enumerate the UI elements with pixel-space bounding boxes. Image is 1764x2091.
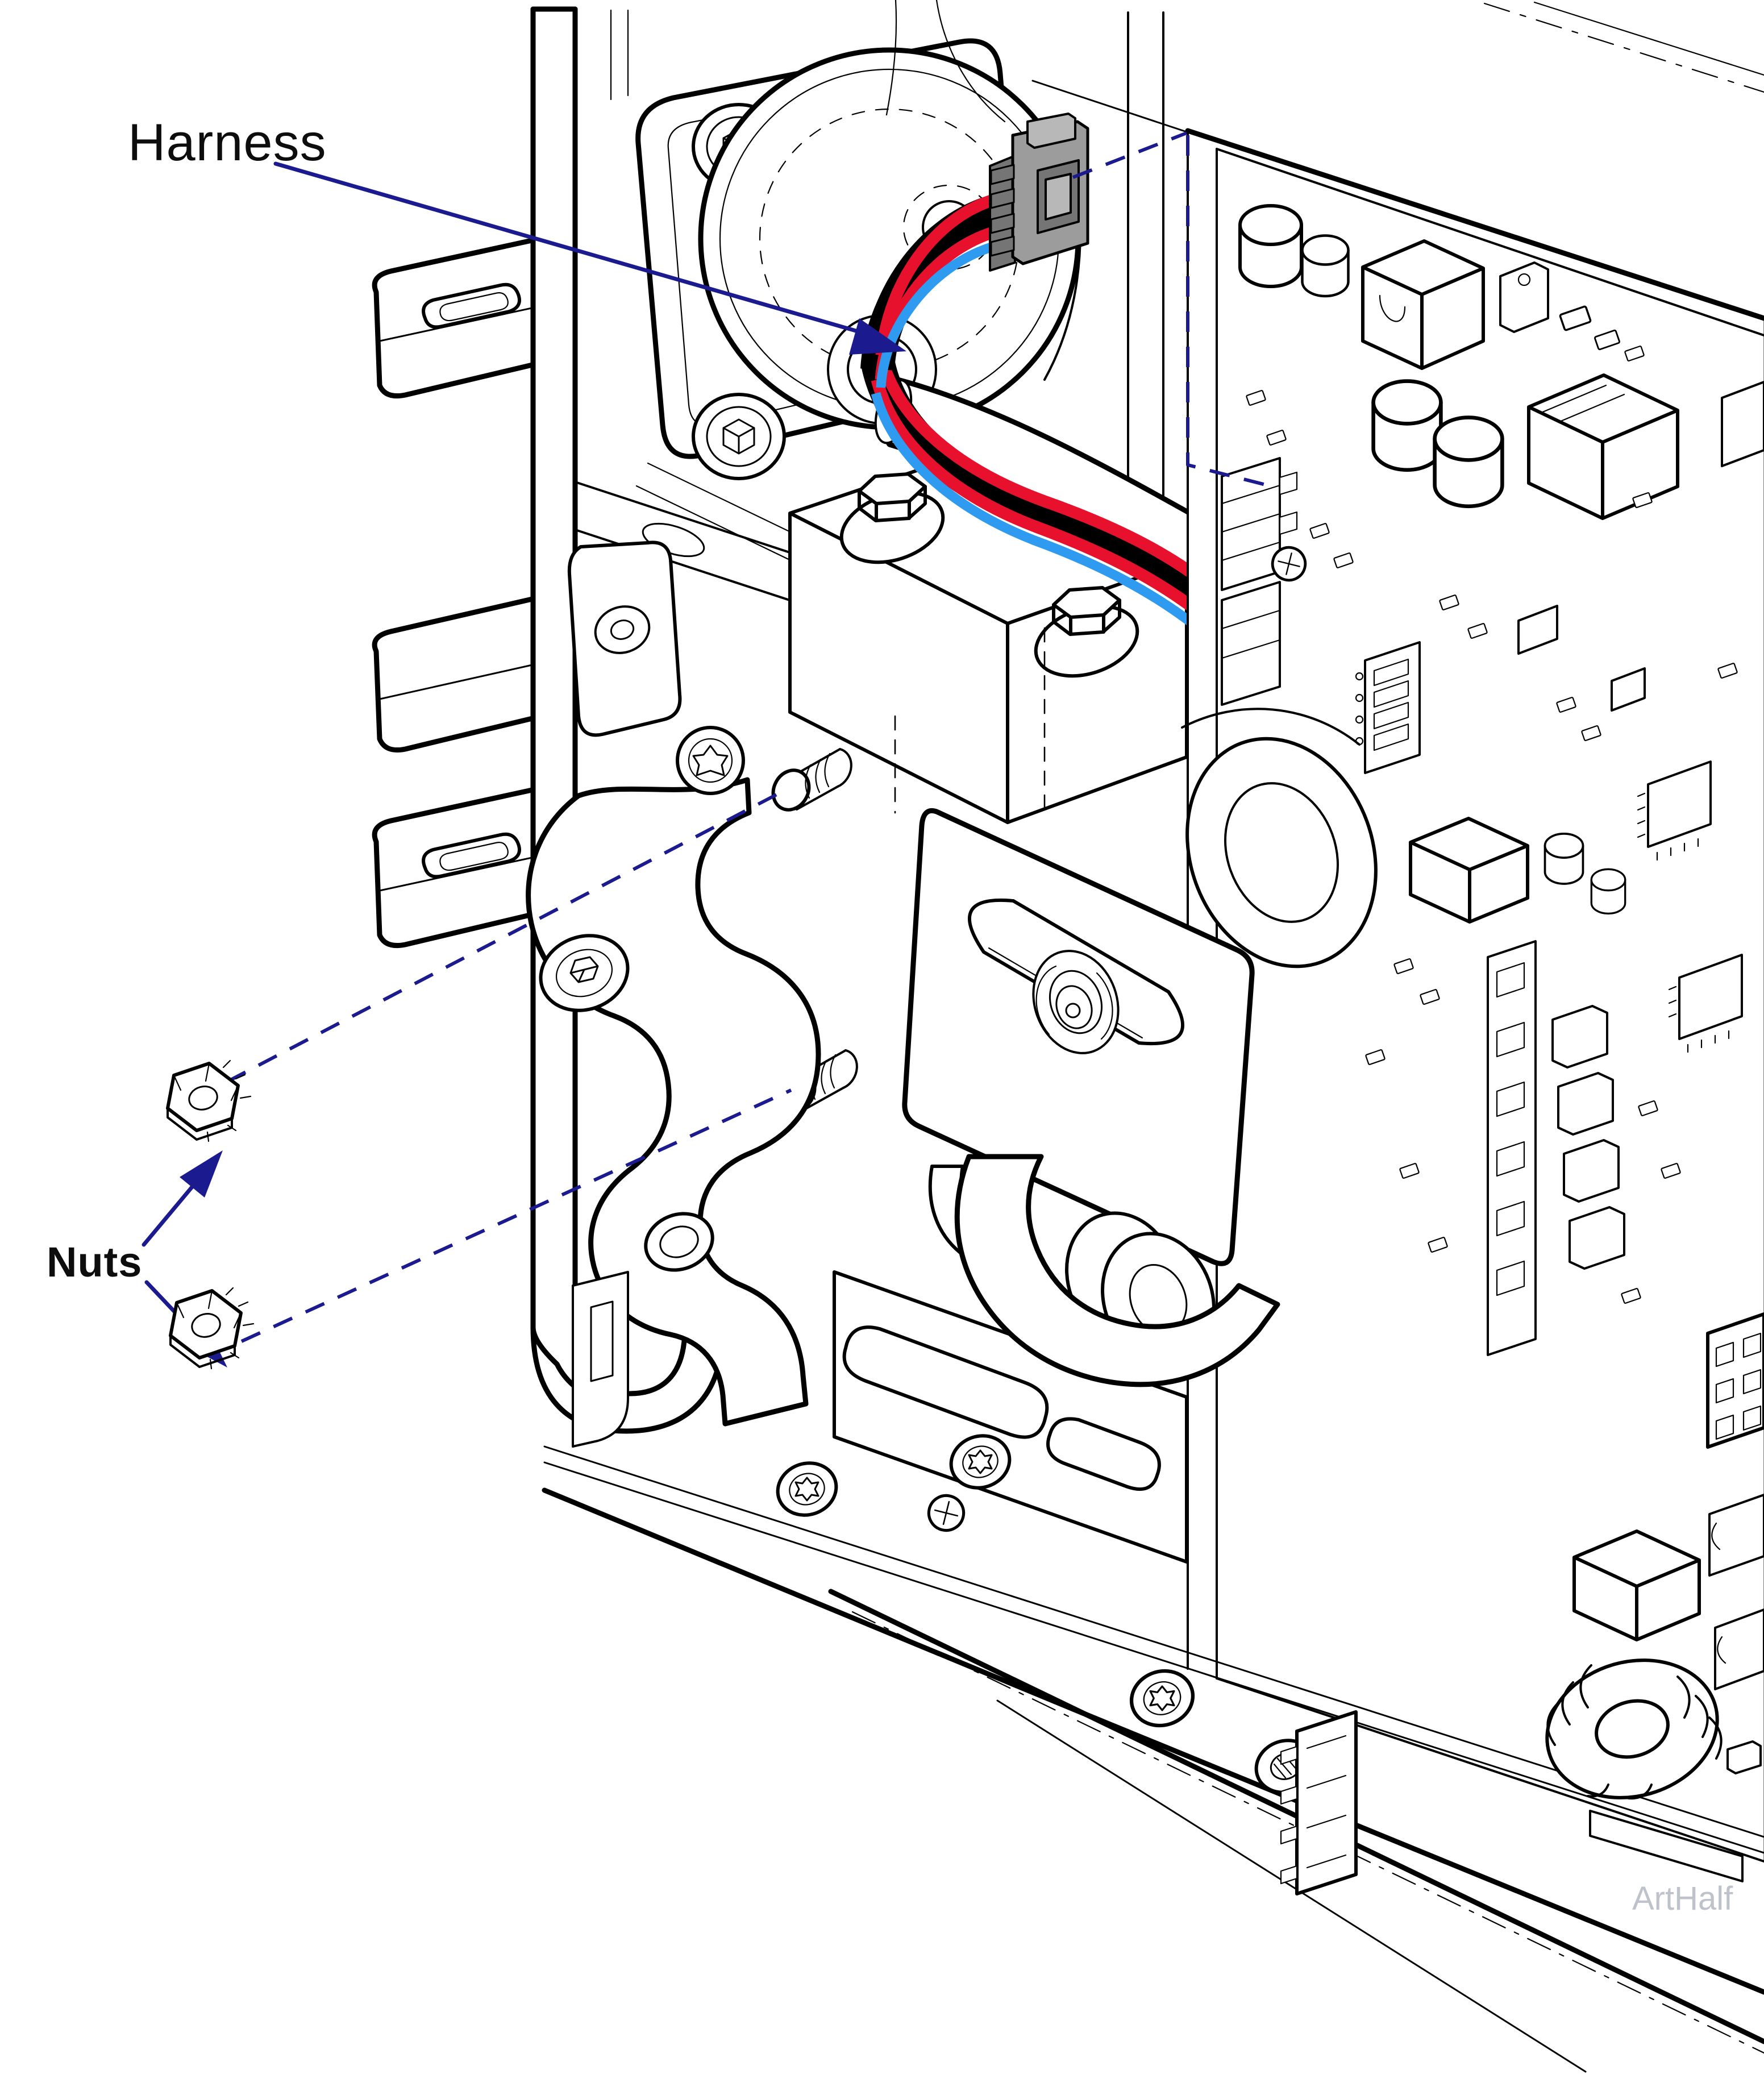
capacitor	[1374, 381, 1441, 470]
to220-transistor	[1499, 261, 1549, 333]
heatsink-clip	[1361, 239, 1485, 370]
latching-connector	[1714, 1608, 1764, 1690]
pin-header-strip	[1487, 940, 1537, 1356]
module-box	[1721, 381, 1764, 467]
capacitor	[1240, 206, 1301, 286]
dip-switch	[1355, 641, 1421, 774]
pcb-components	[1221, 206, 1764, 1690]
watermark: ArtHalf	[1632, 1880, 1733, 1917]
mounting-tab-upper	[372, 236, 540, 399]
alignment-dash-lower-nut	[240, 1088, 792, 1343]
capacitor	[1590, 868, 1626, 915]
torx-screw	[771, 1456, 843, 1523]
nut-upper	[168, 1061, 251, 1141]
pivot-washer	[1032, 950, 1120, 1054]
molex-6pin-connector	[1706, 1312, 1764, 1449]
ic-chip	[1517, 605, 1558, 655]
cam-arm	[526, 726, 821, 1427]
stud-upper	[767, 749, 851, 816]
torx-pivot-screw	[676, 726, 745, 795]
nuts-arrowhead-upper-icon	[180, 1150, 223, 1198]
board-edge-connector-upper	[1221, 457, 1298, 591]
chassis-base	[542, 1271, 1764, 2073]
cable-clip	[1726, 1740, 1762, 1774]
torx-screw	[1124, 1663, 1200, 1734]
relay	[1409, 817, 1529, 924]
toroid-inductor	[1545, 1658, 1744, 1882]
mounting-tab-lower	[372, 786, 540, 949]
nuts-label: Nuts	[47, 1238, 142, 1286]
flange-bolt-lower	[692, 393, 786, 480]
stacked-connectors	[1551, 1005, 1625, 1270]
roller-clevis	[954, 1154, 1280, 1387]
capacitor	[1544, 833, 1584, 885]
wire-bundle	[860, 0, 1229, 644]
qfp-ic	[1637, 760, 1712, 861]
socket-head-screw	[539, 934, 630, 1012]
transformer	[1527, 373, 1679, 520]
lever-assembly	[902, 708, 1378, 1266]
qfp-ic	[1668, 954, 1743, 1053]
harness-arrowhead-icon	[849, 318, 906, 355]
harness-connector	[989, 113, 1089, 272]
frame-rails	[610, 9, 1188, 551]
power-box	[1572, 1529, 1701, 1641]
ic-chip	[1611, 667, 1646, 712]
harness-leader-line	[273, 161, 888, 342]
harness-label: Harness	[128, 114, 327, 172]
mounting-tab-middle	[372, 595, 540, 753]
capacitor	[1303, 236, 1349, 297]
latching-connector	[1708, 1494, 1764, 1577]
chassis-floor-components	[1280, 1658, 1762, 1895]
clamp-bracket	[567, 541, 682, 737]
alignment-dashes-harness	[1072, 131, 1275, 489]
harness-callout: Harness	[128, 114, 906, 355]
phillips-screw	[925, 1492, 967, 1534]
capacitor	[1435, 418, 1503, 506]
pulley-wheel	[1185, 737, 1378, 968]
circuit-board	[1185, 1, 1764, 1863]
board-edge-connector-lower	[1221, 581, 1281, 706]
header-4pin	[1280, 1710, 1358, 1895]
